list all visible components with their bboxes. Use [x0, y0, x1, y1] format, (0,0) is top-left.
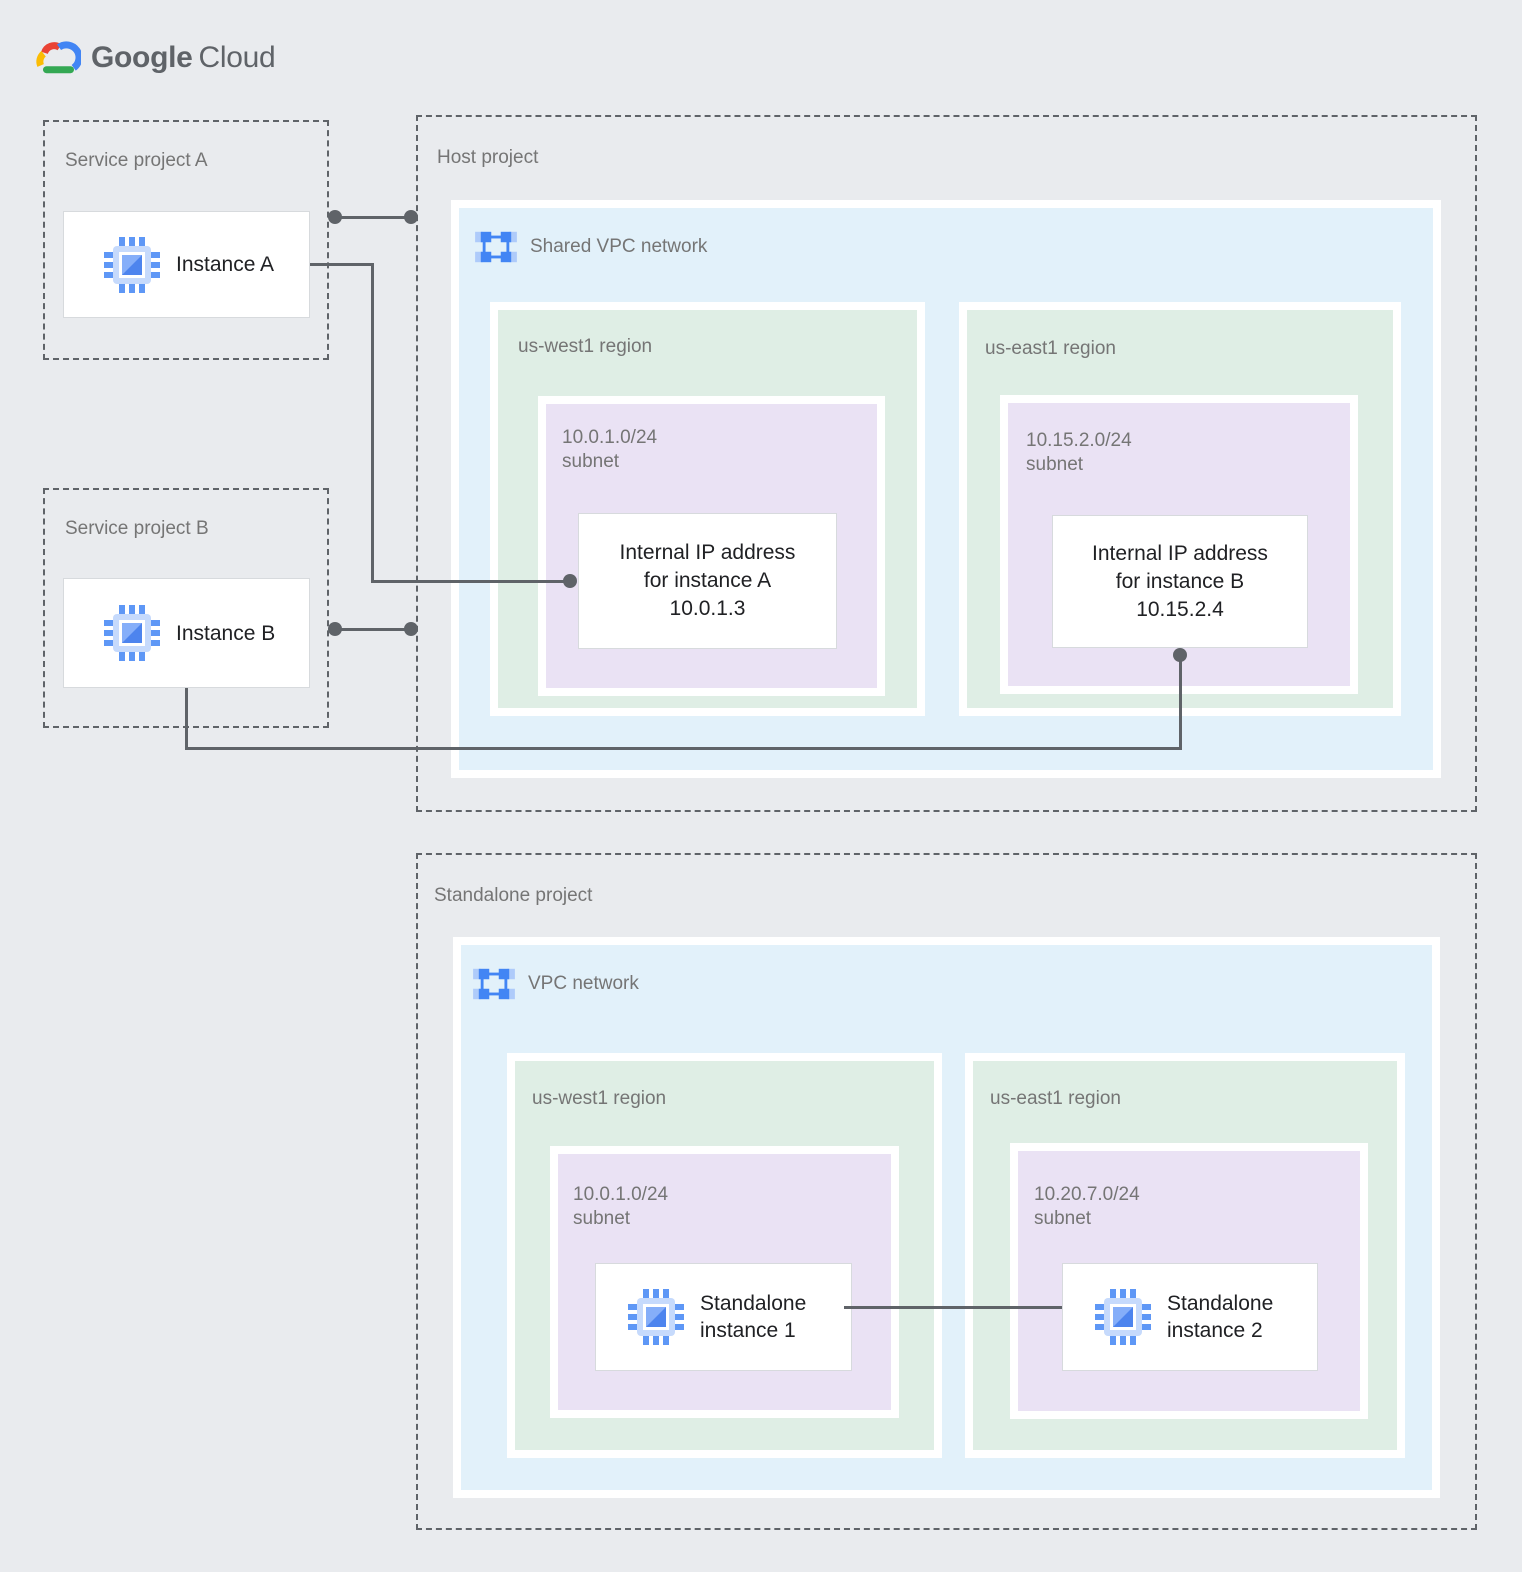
- standalone-region-us-west1: us-west1 region 10.0.1.0/24 subnet: [507, 1053, 942, 1458]
- connector-dot: [404, 210, 418, 224]
- connector-line: [371, 580, 570, 583]
- subnet-cidr: 10.20.7.0/24: [1034, 1184, 1140, 1205]
- standalone-project-box: Standalone project VPC network: [416, 853, 1477, 1530]
- vpc-network-header: VPC network: [473, 965, 639, 1003]
- subnet-cidr: 10.0.1.0/24: [562, 427, 658, 448]
- vm-instance-icon: [104, 605, 160, 661]
- vm-instance-icon: [628, 1289, 684, 1345]
- instance-a-label: Instance A: [176, 253, 275, 276]
- service-project-a-title: Service project A: [65, 150, 208, 171]
- host-region-us-west1-title: us-west1 region: [518, 336, 653, 357]
- connector-line: [310, 263, 374, 266]
- host-subnet-us-east1-label: 10.15.2.0/24 subnet: [1026, 429, 1132, 477]
- service-project-a-box: Service project A Instance A: [43, 120, 329, 360]
- connector-line: [371, 263, 374, 583]
- ip-line-1: Internal IP address: [619, 541, 796, 564]
- connector-line: [185, 747, 1182, 750]
- standalone-region-us-east1: us-east1 region 10.20.7.0/24 subnet: [965, 1053, 1405, 1458]
- instance-b-label: Instance B: [176, 621, 276, 645]
- subnet-cidr: 10.15.2.0/24: [1026, 430, 1132, 451]
- host-region-us-east1: us-east1 region 10.15.2.0/24 subnet Inte…: [959, 302, 1401, 716]
- connector-line: [335, 216, 411, 219]
- standalone-instance-2-label: Standalone instance 2: [1167, 1292, 1274, 1342]
- ip-line-3: 10.0.1.3: [669, 597, 746, 620]
- shared-vpc-network-box: Shared VPC network us-west1 region 10.0.…: [451, 200, 1441, 778]
- connector-line: [335, 628, 411, 631]
- vpc-network-box: VPC network us-west1 region 10.0.1.0/24 …: [453, 937, 1440, 1498]
- connector-line: [844, 1306, 1062, 1309]
- instance-a-card: Instance A: [63, 211, 310, 318]
- instance-b-card: Instance B: [63, 578, 310, 688]
- connector-dot: [328, 210, 342, 224]
- ip-line-2: for instance A: [643, 569, 772, 592]
- host-subnet-us-west1-label: 10.0.1.0/24 subnet: [562, 426, 657, 474]
- host-project-title: Host project: [437, 147, 539, 168]
- standalone-subnet-us-east1-label: 10.20.7.0/24 subnet: [1034, 1183, 1140, 1231]
- vm-instance-icon: [104, 236, 160, 293]
- standalone-subnet-us-west1: 10.0.1.0/24 subnet: [550, 1146, 899, 1418]
- host-subnet-us-east1: 10.15.2.0/24 subnet Internal IP address …: [1000, 395, 1358, 694]
- connector-dot: [1173, 648, 1187, 662]
- host-region-us-east1-title: us-east1 region: [985, 338, 1116, 359]
- service-project-b-title: Service project B: [65, 518, 209, 539]
- host-project-box: Host project Shared VPC network: [416, 115, 1477, 812]
- logo-cloud-text: Cloud: [198, 41, 276, 74]
- internal-ip-instance-b-card: Internal IP address for instance B 10.15…: [1052, 515, 1308, 648]
- standalone-project-title: Standalone project: [434, 885, 593, 906]
- vpc-network-icon: [475, 231, 517, 263]
- subnet-cidr: 10.0.1.0/24: [573, 1184, 669, 1205]
- standalone-region-us-east1-title: us-east1 region: [990, 1088, 1121, 1109]
- ip-line-2: for instance B: [1115, 569, 1245, 593]
- google-cloud-icon: [36, 41, 81, 74]
- subnet-word: subnet: [1034, 1208, 1092, 1229]
- vm-instance-icon: [1095, 1289, 1151, 1345]
- connector-line: [185, 688, 188, 750]
- ip-line-1: Internal IP address: [1092, 541, 1268, 565]
- standalone-instance-1-label: Standalone instance 1: [700, 1292, 807, 1342]
- standalone-region-us-west1-title: us-west1 region: [532, 1088, 667, 1109]
- connector-dot: [328, 622, 342, 636]
- standalone-subnet-us-east1: 10.20.7.0/24 subnet: [1010, 1143, 1368, 1419]
- internal-ip-instance-a-card: Internal IP address for instance A 10.0.…: [578, 513, 837, 649]
- connector-dot: [404, 622, 418, 636]
- host-subnet-us-west1: 10.0.1.0/24 subnet Internal IP address f…: [538, 396, 885, 696]
- shared-vpc-network-label: Shared VPC network: [530, 236, 708, 257]
- vpc-network-label: VPC network: [528, 973, 639, 994]
- shared-vpc-network-header: Shared VPC network: [475, 228, 707, 266]
- logo-google-text: Google: [91, 41, 193, 74]
- standalone-instance-1-card: Standalone instance 1: [595, 1263, 852, 1371]
- vpc-network-icon: [473, 968, 515, 1000]
- standalone-instance-2-card: Standalone instance 2: [1062, 1263, 1318, 1371]
- ip-line-3: 10.15.2.4: [1136, 597, 1224, 621]
- connector-line: [1179, 655, 1182, 750]
- subnet-word: subnet: [562, 451, 620, 472]
- standalone-subnet-us-west1-label: 10.0.1.0/24 subnet: [573, 1183, 668, 1231]
- subnet-word: subnet: [573, 1208, 631, 1229]
- host-region-us-west1: us-west1 region 10.0.1.0/24 subnet Inter…: [490, 302, 925, 716]
- subnet-word: subnet: [1026, 454, 1084, 475]
- connector-dot: [563, 574, 577, 588]
